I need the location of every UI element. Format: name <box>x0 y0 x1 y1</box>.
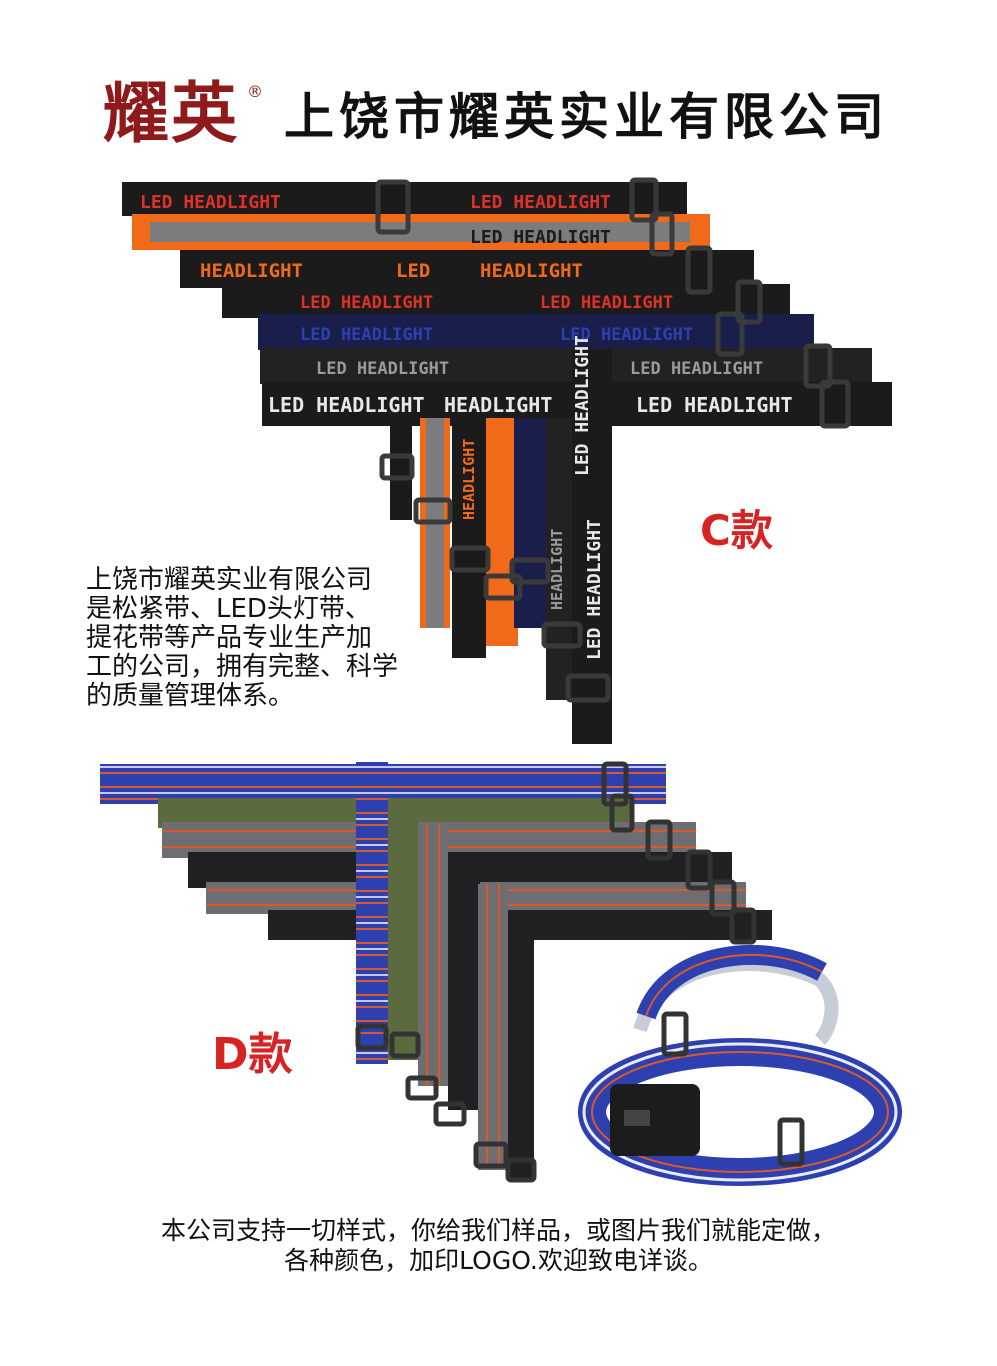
vertical-strap-blue <box>356 762 388 1064</box>
strap-print: HEADLIGHT <box>444 393 552 417</box>
intro-line: 提花带等产品专业生产加 <box>86 623 373 653</box>
strap-print: LED HEADLIGHT <box>268 393 425 417</box>
strap-print: LED HEADLIGHT <box>584 519 605 660</box>
strap-print: LED HEADLIGHT <box>540 293 673 313</box>
strap-print: HEADLIGHT <box>460 439 478 520</box>
strap-print: LED HEADLIGHT <box>300 293 433 313</box>
intro-line: 上饶市耀英实业有限公司 <box>86 565 373 595</box>
strap-black-red <box>122 182 687 216</box>
vertical-strap <box>486 418 518 646</box>
vertical-strap-black <box>448 852 480 1110</box>
strap-print: LED <box>396 260 430 282</box>
footer-line: 本公司支持一切样式，你给我们样品，或图片我们就能定做， <box>160 1216 836 1245</box>
vertical-strap-olive <box>388 798 418 1060</box>
strap-print: HEADLIGHT <box>480 260 583 282</box>
brand-logo: 耀英 <box>103 74 239 152</box>
intro-line: 的质量管理体系。 <box>86 681 295 711</box>
company-title: 上饶市耀英实业有限公司 <box>284 88 889 146</box>
strap-print: HEADLIGHT <box>200 260 303 282</box>
strap-print: LED HEADLIGHT <box>560 325 693 345</box>
headlamp-photo <box>578 944 902 1186</box>
c-style-label: C款 <box>700 506 773 555</box>
footer-line: 各种颜色，加印LOGO.欢迎致电详谈。 <box>284 1246 713 1275</box>
d-style-label: D款 <box>212 1029 293 1080</box>
vertical-strap <box>546 418 576 700</box>
strap-print: LED HEADLIGHT <box>300 325 433 345</box>
vertical-strap-gray <box>418 824 448 1086</box>
strap-print: LED HEADLIGHT <box>470 227 611 248</box>
strap-navy <box>258 314 814 350</box>
intro-line: 工的公司，拥有完整、科学 <box>86 652 399 682</box>
intro-line: 是松紧带、LED头灯带、 <box>86 594 371 624</box>
vertical-strap <box>390 418 412 520</box>
d-style-straps <box>100 761 772 1183</box>
lamp-housing <box>610 1084 700 1156</box>
strap-print: LED HEADLIGHT <box>316 359 449 379</box>
vertical-strap-gray-2 <box>478 884 508 1170</box>
strap-black-gray <box>260 348 872 384</box>
strap-print: LED HEADLIGHT <box>470 192 611 213</box>
footer-note: 本公司支持一切样式，你给我们样品，或图片我们就能定做， 各种颜色，加印LOGO.… <box>40 1216 957 1276</box>
company-intro: 上饶市耀英实业有限公司 是松紧带、LED头灯带、 提花带等产品专业生产加 工的公… <box>86 566 476 711</box>
strap-print: LED HEADLIGHT <box>572 335 593 476</box>
vertical-strap <box>452 418 486 658</box>
strap-print: LED HEADLIGHT <box>630 359 763 379</box>
c-style-straps: LED HEADLIGHT LED HEADLIGHT LED HEADLIGH… <box>122 177 892 744</box>
registered-mark: ® <box>247 82 263 101</box>
vertical-strap-black-2 <box>508 912 534 1178</box>
strap-print: LED HEADLIGHT <box>140 192 281 213</box>
strap-print: HEADLIGHT <box>548 529 566 610</box>
strap-print: LED HEADLIGHT <box>636 393 793 417</box>
